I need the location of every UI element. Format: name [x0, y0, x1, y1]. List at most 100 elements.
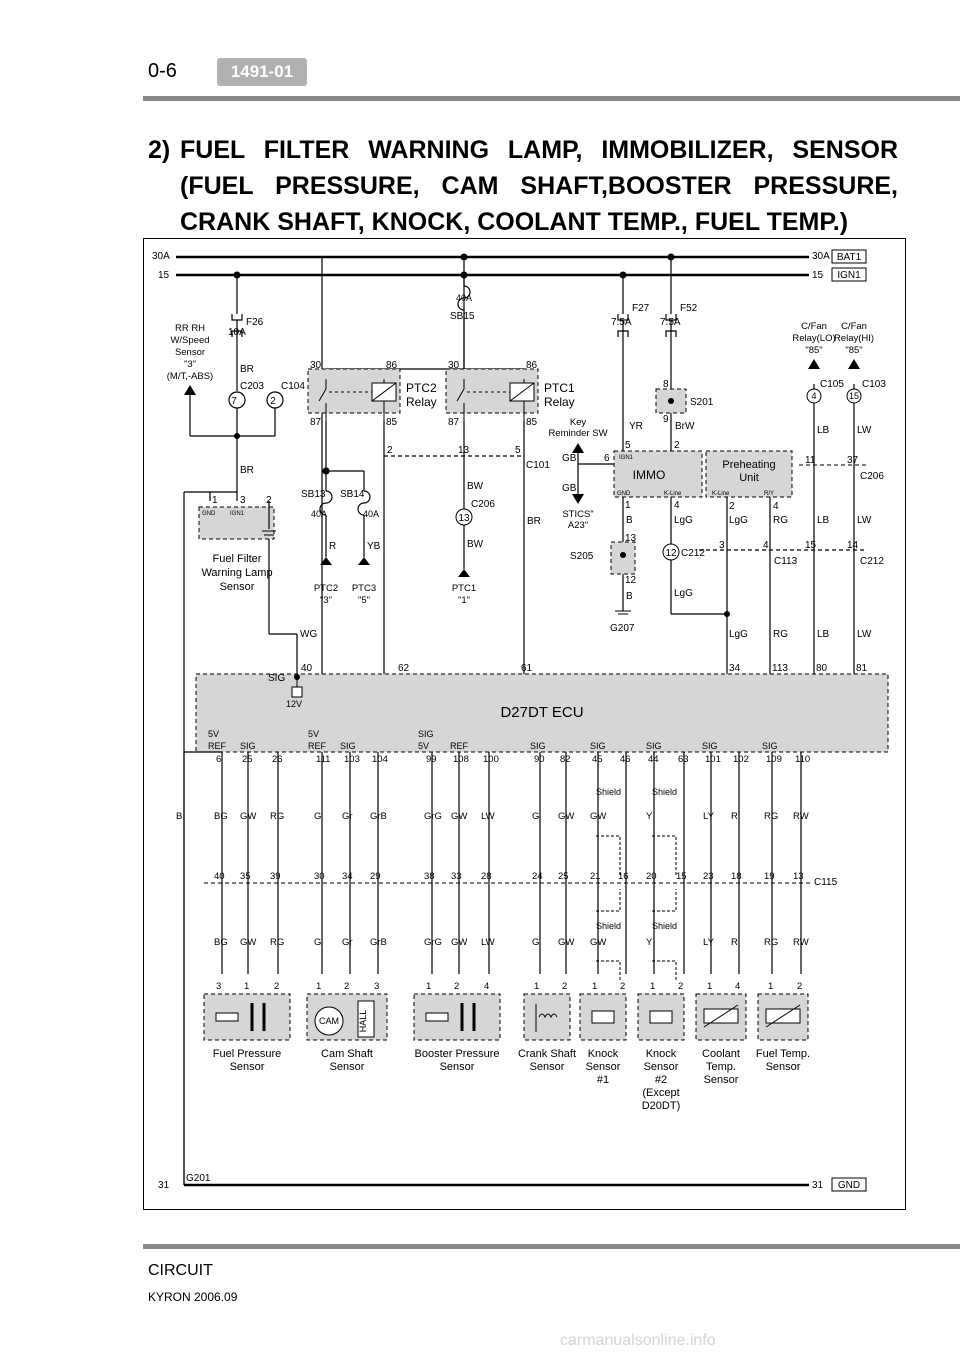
shield-label-2: Shield	[652, 787, 677, 797]
ecu-group-b: REF	[208, 741, 227, 751]
wire-lgg-3: LgG	[729, 515, 748, 526]
wire-b-2: B	[626, 591, 633, 602]
s201-pin-9: 9	[663, 414, 669, 425]
sensor-label: Temp.	[706, 1061, 736, 1073]
c115-pin: 23	[703, 871, 714, 882]
c101-pin-2: 13	[458, 445, 470, 456]
title-line-2: (FUEL PRESSURE, CAM SHAFT,BOOSTER PRESSU…	[180, 172, 898, 200]
sensor-label: Knock	[646, 1048, 677, 1060]
left-ref-5: (M/T,-ABS)	[167, 371, 213, 382]
shield-label-1: Shield	[596, 787, 621, 797]
ecu-group-a: SIG	[762, 741, 778, 751]
ecu-bottom-pin: 44	[648, 754, 659, 765]
bat-right: 30A	[812, 251, 830, 262]
c103-pin: 15	[849, 391, 859, 401]
ptc2-pin86: 86	[386, 360, 398, 371]
c101-pin-1: 2	[387, 445, 393, 456]
footer-section: CIRCUIT	[148, 1262, 213, 1279]
c113-label: C113	[774, 556, 798, 567]
bat-tag: BAT1	[837, 252, 862, 263]
wire-lb-2: LB	[817, 515, 830, 526]
ecu-group-b: 5V	[418, 741, 429, 751]
ptc2-pin87: 87	[310, 417, 322, 428]
upper-wire-label: GW	[451, 811, 467, 822]
sensor-pin: 1	[768, 981, 773, 992]
c113-pin-1: 3	[719, 540, 725, 551]
gnd-tag: GND	[838, 1180, 860, 1191]
ecu-bottom-pin: 102	[733, 754, 749, 765]
upper-wire-label: G	[314, 811, 321, 822]
c115-pin: 34	[342, 871, 353, 882]
sb15-name: SB15	[450, 311, 475, 322]
immo-ign: IGN1	[619, 455, 634, 461]
ign-left: 15	[158, 270, 170, 281]
c103-label: C103	[862, 379, 886, 390]
ecu-bottom-pin: 46	[620, 754, 631, 765]
watermark: carmanualsonline.info	[560, 1332, 716, 1349]
c104-label: C104	[281, 381, 305, 392]
sensor-label: Coolant	[702, 1048, 740, 1060]
ecu-sig-top: SIG	[268, 673, 285, 684]
sensor-label: Sensor	[530, 1061, 565, 1073]
upper-wire-label: B	[176, 811, 182, 822]
c113-pin-2: 4	[763, 540, 769, 551]
s205-label: S205	[570, 551, 594, 562]
preheat-ry: R/Y	[764, 491, 774, 497]
ff-pin-3: 3	[240, 495, 246, 506]
wiring-diagram: 30A 15 30A 15 BAT1 IGN1 31 31 GND G201 F…	[143, 238, 906, 1210]
coil-icon	[535, 1004, 558, 1032]
stics-ref-b: A23"	[568, 520, 588, 531]
ff-gnd: GND	[202, 511, 216, 517]
sb14-name: SB14	[340, 489, 365, 500]
ecu-group-a: SIG	[702, 741, 718, 751]
key-ref-b: Reminder SW	[548, 428, 607, 439]
ptc1-name: PTC1	[544, 381, 575, 395]
lower-wire-label: G	[314, 937, 321, 948]
gnd-point: G201	[186, 1173, 211, 1184]
ptc1-relay: 30 86 87 85 PTC1 Relay	[445, 360, 575, 428]
cam-icon	[314, 1006, 344, 1036]
ptc1-pin30: 30	[448, 360, 460, 371]
fan-hi-c: "85"	[845, 345, 862, 356]
wire-rg-2: RG	[773, 629, 788, 640]
wire-lgg-4: LgG	[729, 629, 748, 640]
ecu-top-pin: 113	[772, 663, 788, 674]
ptc2-relay: 30 86 87 85 PTC2 Relay	[307, 360, 437, 428]
sensor-pin: 3	[374, 981, 379, 992]
wire-lw-3: LW	[857, 629, 872, 640]
wire-gb-2: GB	[562, 483, 577, 494]
bat-left: 30A	[152, 251, 170, 262]
ecu-bottom-pin: 110	[795, 754, 810, 765]
left-ref-3: Sensor	[175, 347, 205, 358]
c115-pin: 29	[370, 871, 381, 882]
immo-pin-6: 6	[604, 453, 610, 464]
wire-lw-2: LW	[857, 515, 872, 526]
c115-label: C115	[814, 877, 838, 888]
c115-pin: 30	[314, 871, 325, 882]
ptc3-ref-a: PTC3	[352, 583, 376, 594]
c203-pin: 7	[231, 396, 237, 407]
sensor-label: Fuel Temp.	[756, 1048, 810, 1060]
c115-pin: 39	[270, 871, 281, 882]
ecu-group-a: SIG	[418, 729, 434, 739]
lower-wire-label: R	[731, 937, 738, 948]
ecu-group-a: SIG	[646, 741, 662, 751]
upper-wire-label: RG	[270, 811, 284, 822]
pressure-icon	[425, 1012, 449, 1022]
wire-lw-1: LW	[857, 425, 872, 436]
sensor-box	[523, 993, 571, 1041]
lower-wire-label: Y	[646, 937, 653, 948]
ecu-bottom-pin: 104	[372, 754, 388, 765]
footer-rule	[143, 1244, 960, 1249]
ptc1-name2: Relay	[544, 395, 575, 409]
title-number: 2)	[148, 136, 171, 164]
gnd-left: 31	[158, 1180, 170, 1191]
sensor-label: Sensor	[586, 1061, 621, 1073]
cam-badge: CAM	[319, 1016, 339, 1026]
fan-lo-a: C/Fan	[801, 321, 827, 332]
key-ref-a: Key	[570, 417, 587, 428]
ptc1-ref-b: "1"	[458, 595, 470, 606]
sensor-label: D20DT)	[642, 1100, 681, 1112]
ptc1-pin87: 87	[448, 417, 460, 428]
ecu-top-pin: 61	[521, 663, 533, 674]
